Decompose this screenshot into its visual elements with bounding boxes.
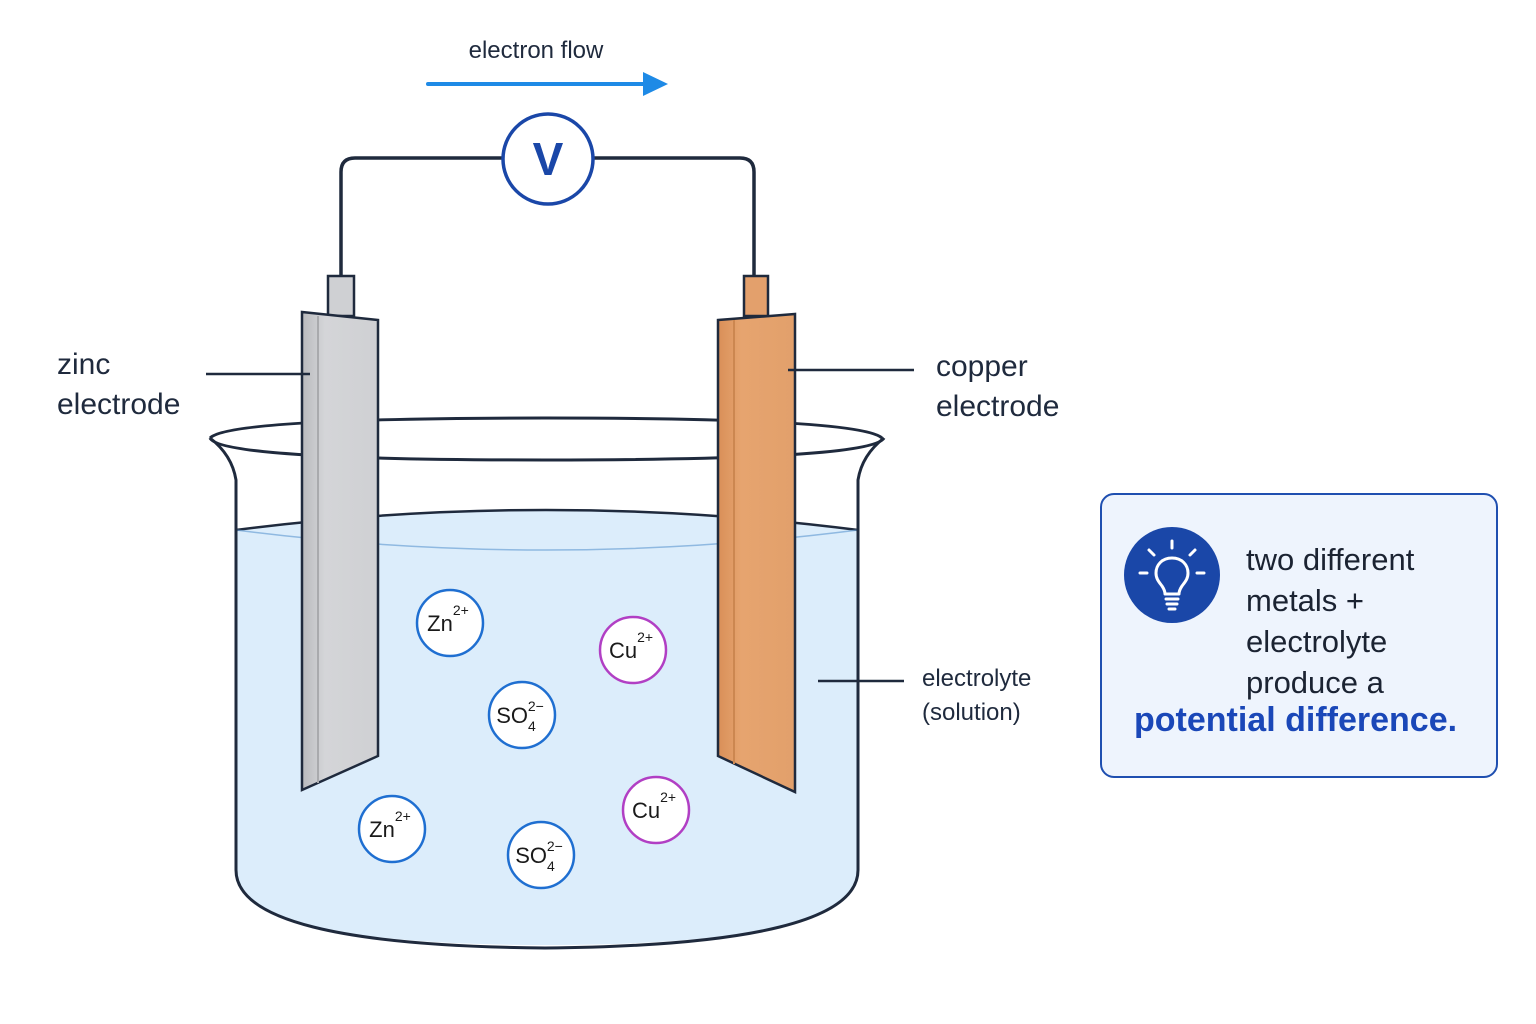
ion-ring [598, 615, 668, 685]
copper-label-line2: electrode [936, 390, 1059, 423]
ion-copper: Cu2+ [621, 775, 691, 845]
ion-sulfate: SO4 2− [506, 820, 576, 890]
ion-ring [621, 775, 691, 845]
ion-symbol: Zn [427, 611, 453, 636]
ion-subscript: 4 [528, 718, 536, 734]
ion-subscript: 4 [547, 858, 555, 874]
ion-ring [415, 588, 485, 658]
ion-group: Zn2+ Cu2+ SO42− Cu2+ Zn2+ [357, 588, 691, 890]
info-highlight: potential difference. [1134, 701, 1458, 739]
ion-ring [506, 820, 576, 890]
info-text: two different metals + electrolyte produ… [1246, 542, 1415, 700]
ion-symbol: Cu [609, 638, 637, 663]
voltmeter-symbol: V [533, 133, 564, 185]
electron-flow-arrow [426, 72, 668, 96]
ion-charge: 2+ [395, 808, 411, 824]
copper-label-line1: copper [936, 350, 1028, 383]
ion-symbol: SO [515, 843, 547, 868]
ion-symbol: Zn [369, 817, 395, 842]
electrolyte-label-line1: electrolyte [922, 665, 1031, 692]
zinc-label-line1: zinc [57, 348, 110, 381]
zinc-label-line2: electrode [57, 388, 180, 421]
circuit-wire [339, 156, 756, 278]
lightbulb-icon [1124, 527, 1220, 623]
ion-sulfate: SO4 2− [487, 680, 557, 750]
ion-symbol: SO [496, 703, 528, 728]
ion-charge: 2+ [660, 789, 676, 805]
ion-zinc: Zn2+ [415, 588, 485, 658]
ion-label: SO4 2− [496, 698, 544, 734]
electrolyte-label-line2: (solution) [922, 699, 1021, 726]
ion-ring [357, 794, 427, 864]
electron-flow-label: electron flow [469, 37, 604, 64]
ion-charge: 2− [528, 698, 544, 714]
voltmeter: V [501, 112, 595, 206]
ion-charge: 2+ [453, 602, 469, 618]
ion-label: Cu2+ [632, 789, 676, 823]
info-box: two different metals + electrolyte produ… [1100, 493, 1498, 778]
ion-zinc: Zn2+ [357, 794, 427, 864]
ion-symbol: Cu [632, 798, 660, 823]
ion-ring [487, 680, 557, 750]
ion-label: Zn2+ [369, 808, 411, 842]
ion-copper: Cu2+ [598, 615, 668, 685]
ion-label: Zn2+ [427, 602, 469, 636]
ion-label: Cu2+ [609, 629, 653, 663]
zinc-electrode [300, 274, 380, 792]
copper-electrode [716, 274, 797, 794]
ion-label: SO4 2− [515, 838, 563, 874]
ion-charge: 2− [547, 838, 563, 854]
ion-charge: 2+ [637, 629, 653, 645]
